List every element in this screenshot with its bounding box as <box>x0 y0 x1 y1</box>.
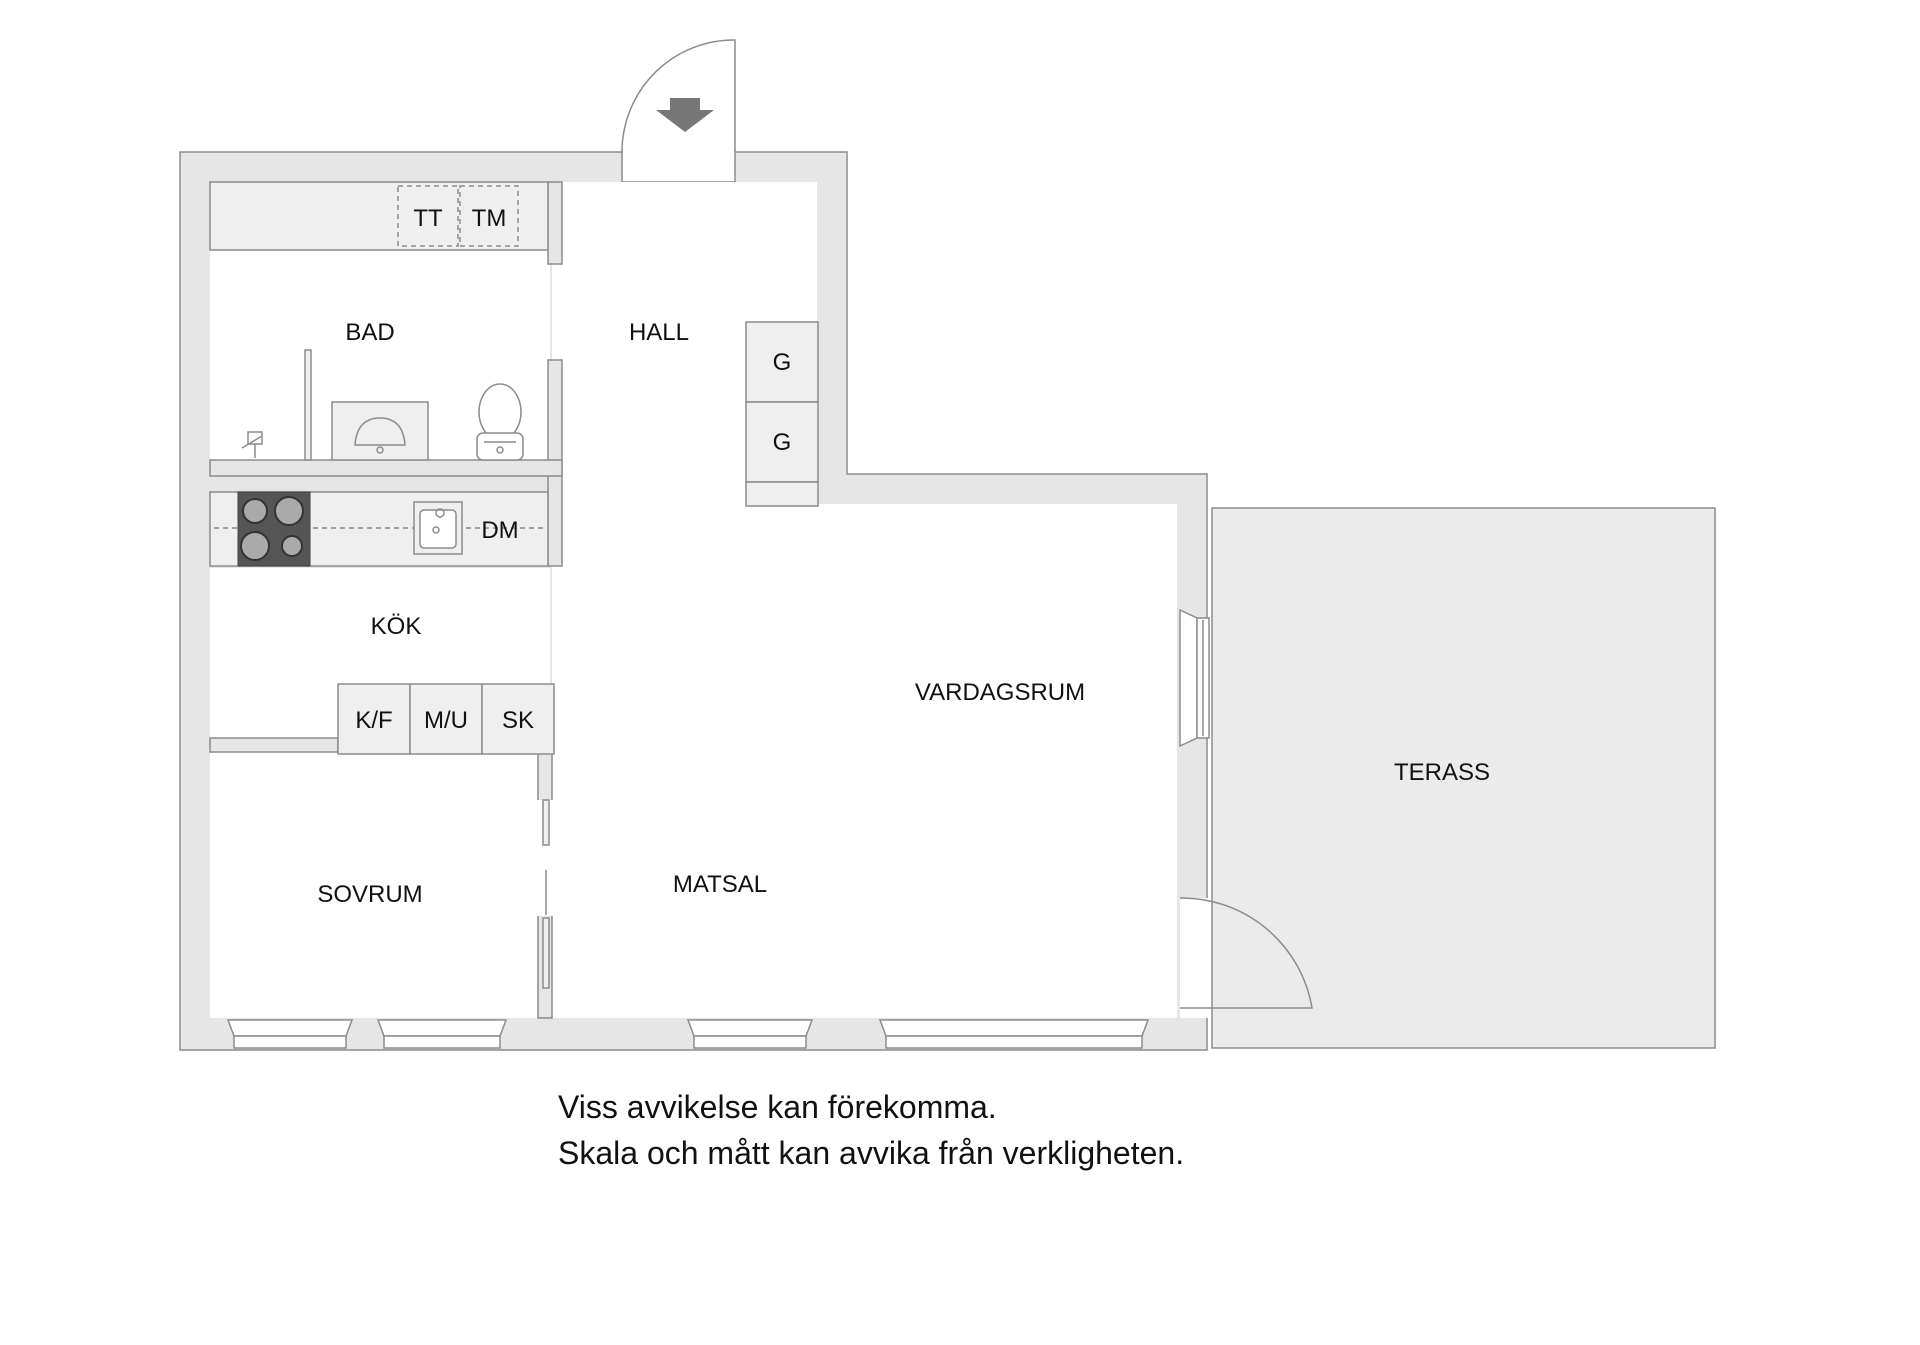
wardrobe-base <box>745 481 819 507</box>
washbasin-icon <box>331 401 429 461</box>
bad-wall-upper <box>547 181 563 265</box>
mu-label: M/U <box>424 707 468 734</box>
sovrum-doorway <box>536 800 556 916</box>
tm-label: TM <box>472 205 507 232</box>
sk-label: SK <box>502 707 534 734</box>
stove-icon <box>237 491 311 567</box>
entrance-arrow-icon <box>656 98 714 132</box>
sk-cabinet <box>481 683 555 755</box>
microwave-oven-cabinet <box>409 683 483 755</box>
room-label-vardagsrum: VARDAGSRUM <box>915 679 1085 706</box>
sovrum-floor <box>210 752 540 1018</box>
sink-icon <box>413 501 463 555</box>
bad-kok-wall <box>209 459 563 477</box>
disclaimer-line-2: Skala och mått kan avvika från verklighe… <box>558 1135 1184 1171</box>
wardrobe-g1 <box>745 321 819 403</box>
entrance-door-swing <box>621 39 736 153</box>
room-label-bad: BAD <box>345 319 394 346</box>
room-label-matsal: MATSAL <box>673 871 767 898</box>
bottom-windows <box>226 1019 1150 1049</box>
tt-label: TT <box>413 205 443 232</box>
hall-floor <box>552 182 1177 1018</box>
shower-icon <box>241 431 263 458</box>
room-label-hall: HALL <box>629 319 689 346</box>
terrace-doorway <box>1180 898 1208 1018</box>
disclaimer-line-1: Viss avvikelse kan förekomma. <box>558 1089 997 1125</box>
kf-label: K/F <box>355 707 392 734</box>
g2-label: G <box>773 429 792 456</box>
kok-sovrum-wall <box>209 737 339 753</box>
room-label-terass: TERASS <box>1394 759 1490 786</box>
toilet-icon <box>476 383 524 461</box>
g1-label: G <box>773 349 792 376</box>
shower-screen <box>304 349 312 461</box>
living-room-window <box>1179 608 1210 748</box>
room-label-kok: KÖK <box>371 613 422 640</box>
wardrobe-g2 <box>745 401 819 483</box>
room-label-sovrum: SOVRUM <box>317 881 422 908</box>
terrace-door-swing <box>1179 897 1313 1009</box>
terrace-area <box>1211 507 1716 1049</box>
bad-counter <box>209 181 549 251</box>
dm-label: DM <box>481 517 518 544</box>
